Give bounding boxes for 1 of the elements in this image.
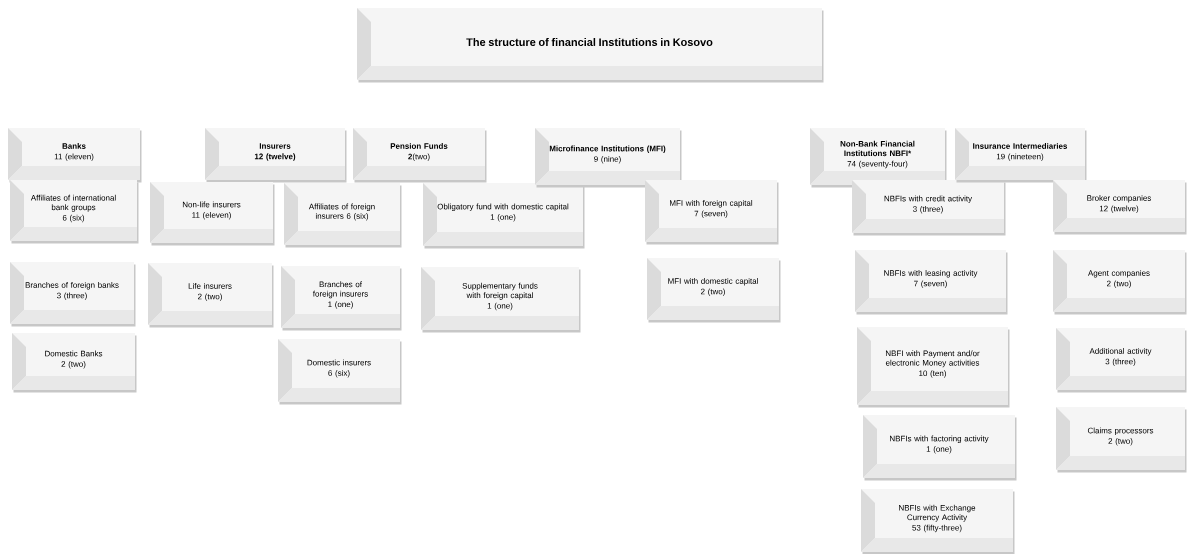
title-box: The structure of financial Institutions in Kosovo <box>357 8 824 83</box>
